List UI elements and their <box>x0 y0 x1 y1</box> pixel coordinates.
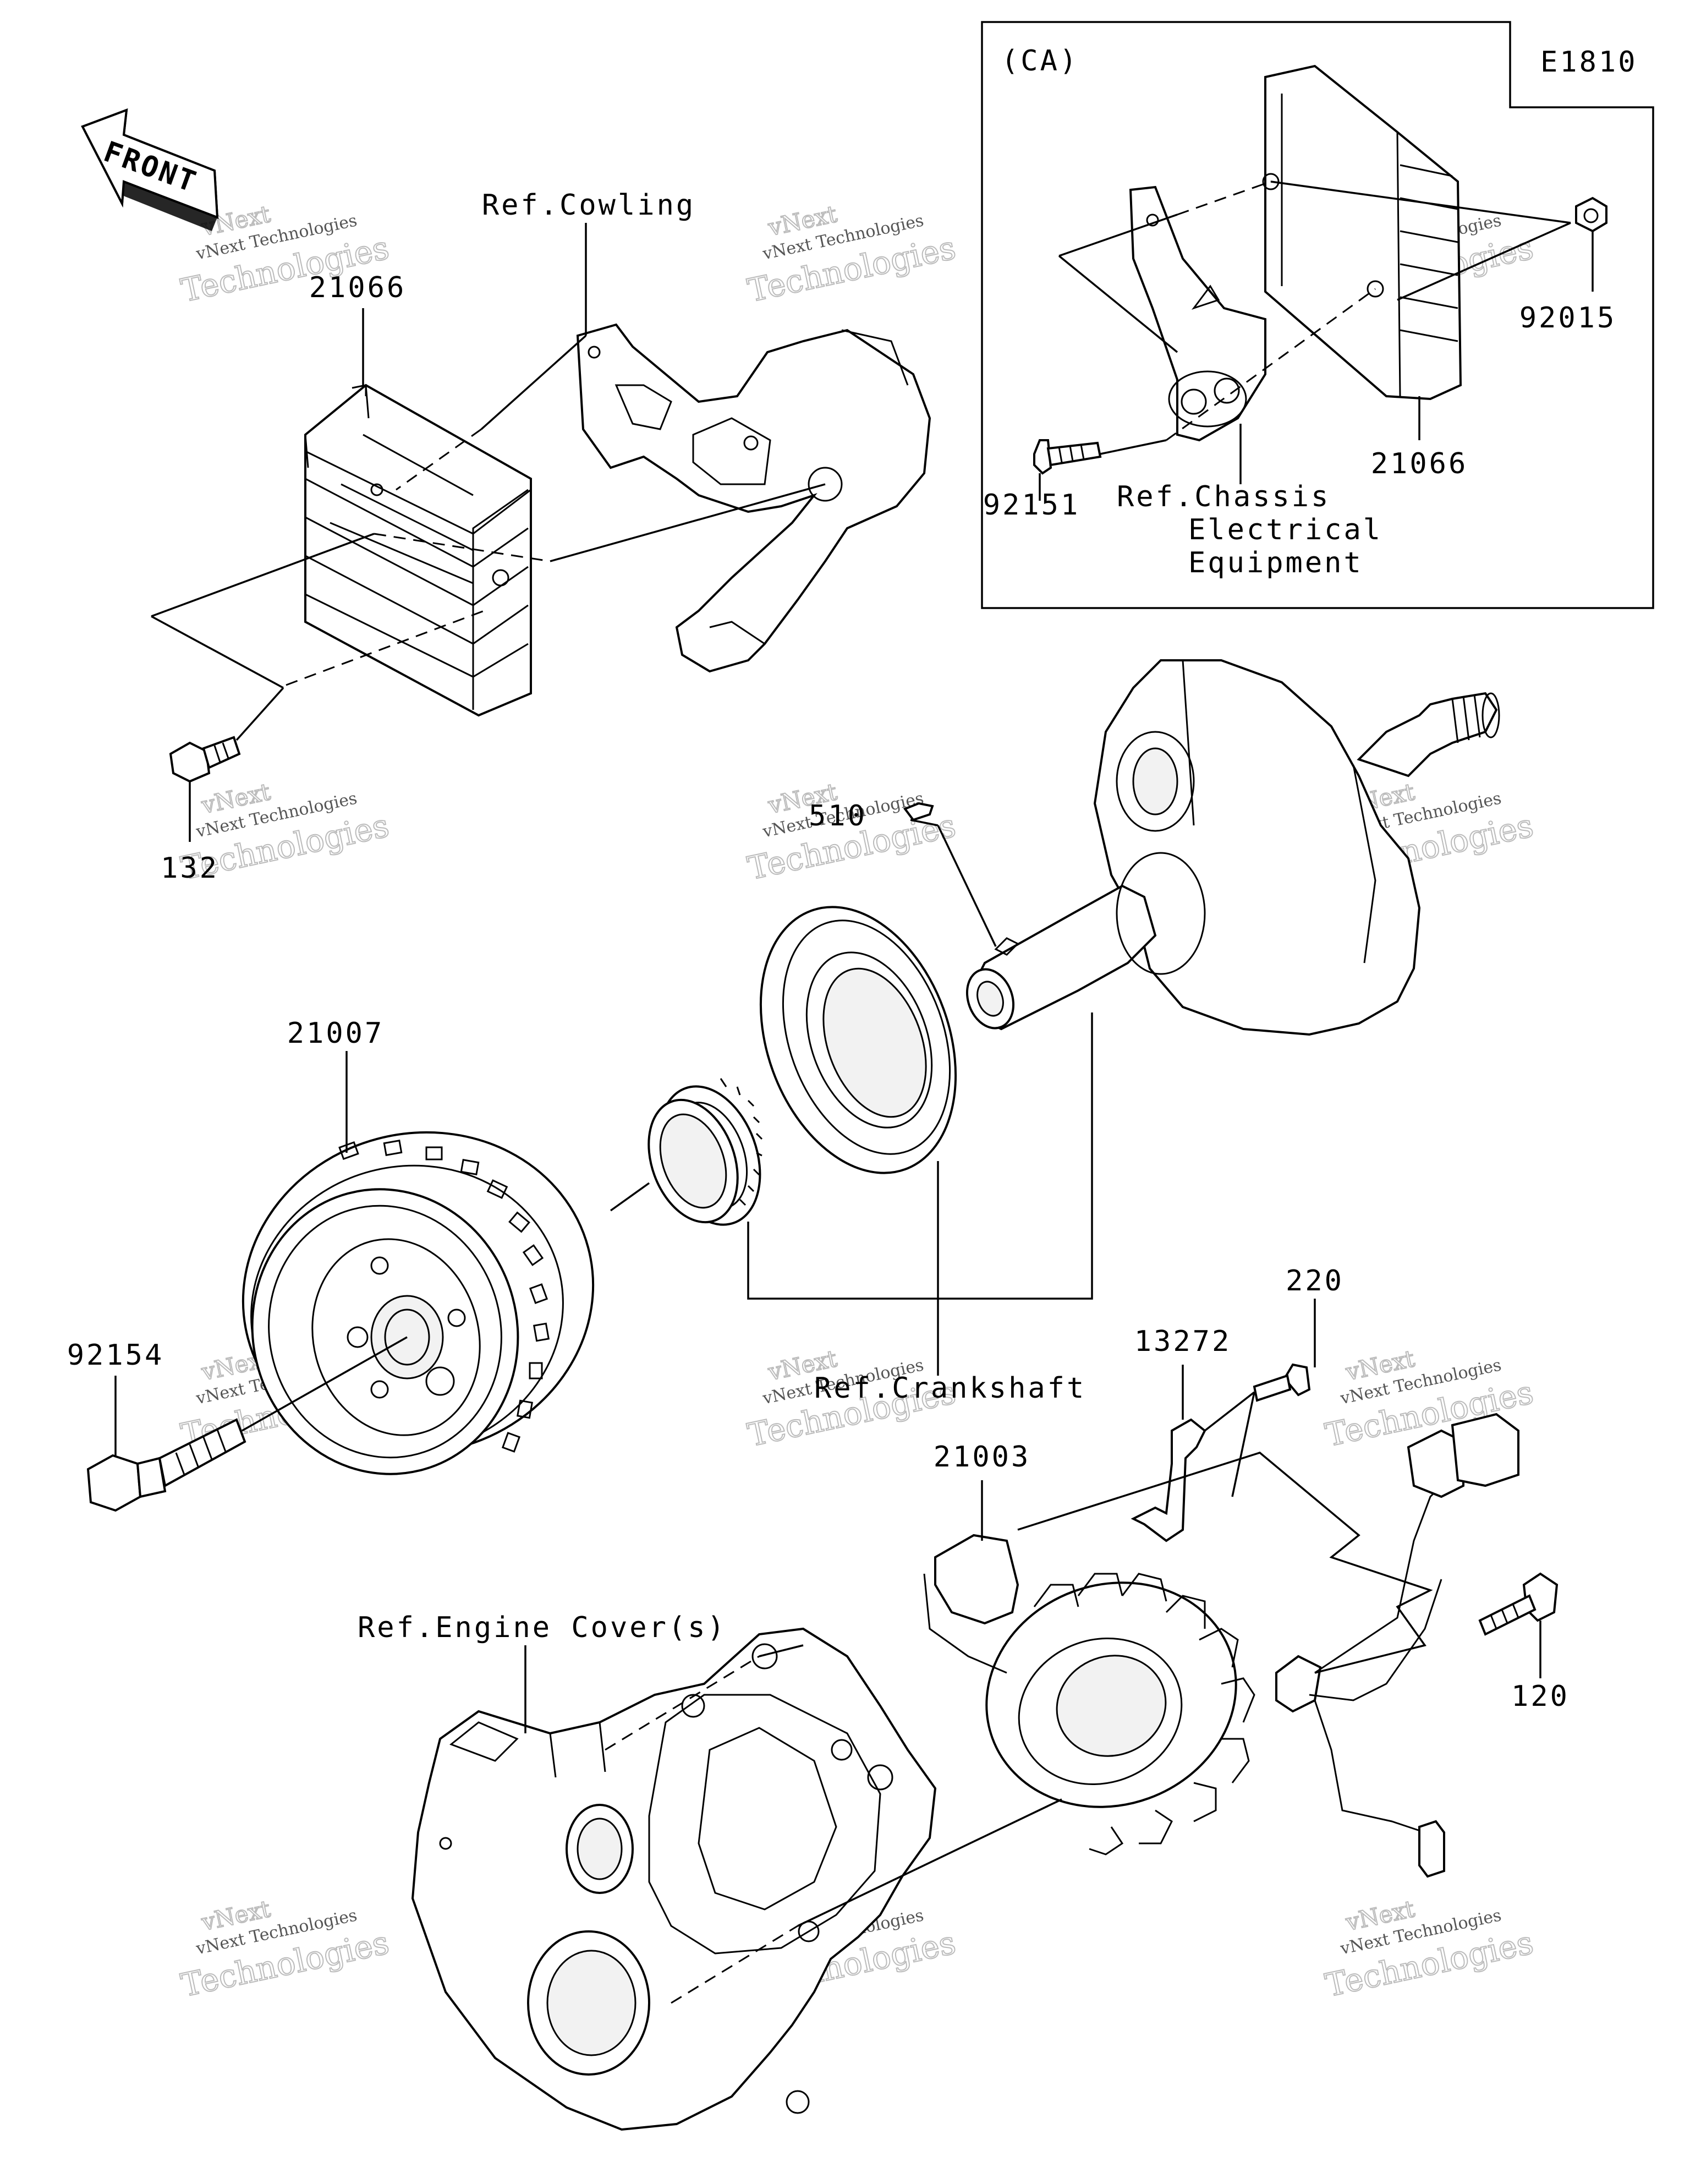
label-92154: 92154 <box>67 1339 164 1372</box>
crankshaft <box>965 659 1500 1036</box>
front-arrow-icon: FRONT <box>81 108 219 231</box>
engine-cover <box>411 1627 937 2131</box>
label-ref-chassis-3: Equipment <box>1188 546 1363 579</box>
label-ref-cowling: Ref.Cowling <box>482 189 695 222</box>
cowling-bracket <box>576 323 931 673</box>
woodruff-key-510 <box>903 802 934 822</box>
label-21066-inset: 21066 <box>1371 447 1468 480</box>
inset-regulator <box>1262 64 1462 401</box>
label-ref-chassis-1: Ref.Chassis <box>1117 480 1330 513</box>
label-21066: 21066 <box>309 271 407 304</box>
watermark-2: vNext vNext Technologies Technologies <box>744 200 959 310</box>
rotor-21007 <box>242 1131 595 1475</box>
label-510: 510 <box>809 800 867 833</box>
inset-box <box>981 21 1654 609</box>
label-92015: 92015 <box>1519 302 1617 335</box>
label-220: 220 <box>1286 1265 1344 1298</box>
stator-21003 <box>923 1413 1519 1878</box>
watermark-10: vNext vNext Technologies Technologies <box>177 1895 393 2005</box>
bolt-120 <box>1478 1572 1559 1636</box>
label-120: 120 <box>1511 1680 1570 1713</box>
label-132: 132 <box>161 852 219 885</box>
starter-gear <box>648 1078 763 1226</box>
watermark-12: vNext vNext Technologies Technologies <box>1321 1895 1537 2005</box>
screw-220 <box>1253 1363 1311 1402</box>
label-ref-crankshaft: Ref.Crankshaft <box>814 1372 1086 1405</box>
inset-nut-92015 <box>1575 196 1607 233</box>
bolt-132 <box>169 736 241 783</box>
label-21007: 21007 <box>287 1017 385 1050</box>
regulator-21066 <box>304 384 532 717</box>
bearing <box>759 906 957 1174</box>
bolt-92154 <box>86 1418 246 1512</box>
diagram-code: E1810 <box>1540 46 1638 79</box>
label-13272: 13272 <box>1134 1325 1232 1358</box>
label-ref-engine-cover: Ref.Engine Cover(s) <box>358 1611 727 1644</box>
label-ref-chassis-2: Electrical <box>1188 513 1382 546</box>
inset-tag: (CA) <box>1001 45 1079 78</box>
inset-bolt-92151 <box>1033 439 1102 475</box>
clamp-13272 <box>1131 1418 1206 1542</box>
inset-bracket <box>1129 185 1266 442</box>
label-21003: 21003 <box>934 1441 1031 1474</box>
label-92151: 92151 <box>983 489 1080 522</box>
